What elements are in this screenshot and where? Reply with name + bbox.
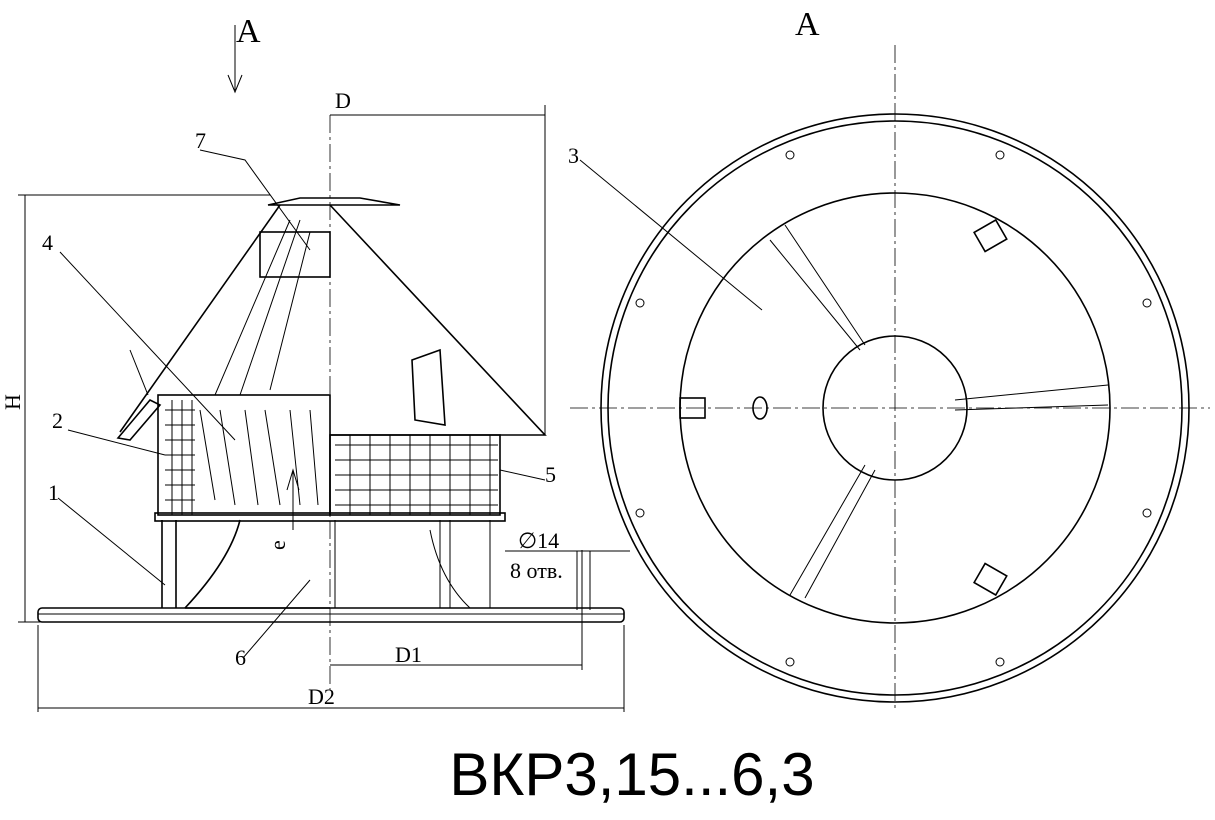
view-label-left: A — [236, 13, 261, 50]
hole-count: 8 отв. — [510, 558, 563, 583]
model-title: ВКР3,15...6,3 — [449, 741, 814, 808]
callout-7: 7 — [195, 128, 206, 153]
dim-d2: D2 — [308, 684, 335, 709]
dim-h: H — [0, 394, 25, 410]
view-label-right: A — [795, 6, 820, 43]
callout-1: 1 — [48, 480, 59, 505]
callout-5: 5 — [545, 462, 556, 487]
hole-diameter: ∅14 — [518, 528, 559, 553]
callout-6: 6 — [235, 645, 246, 670]
dim-d1: D1 — [395, 642, 422, 667]
callout-2: 2 — [52, 408, 63, 433]
mounting-holes — [635, 150, 1152, 667]
side-view — [18, 25, 630, 712]
dim-d: D — [335, 88, 351, 113]
top-view — [570, 45, 1210, 710]
grille — [335, 435, 498, 515]
callout-3: 3 — [568, 143, 579, 168]
callout-4: 4 — [42, 230, 53, 255]
dim-e: e — [265, 540, 290, 550]
